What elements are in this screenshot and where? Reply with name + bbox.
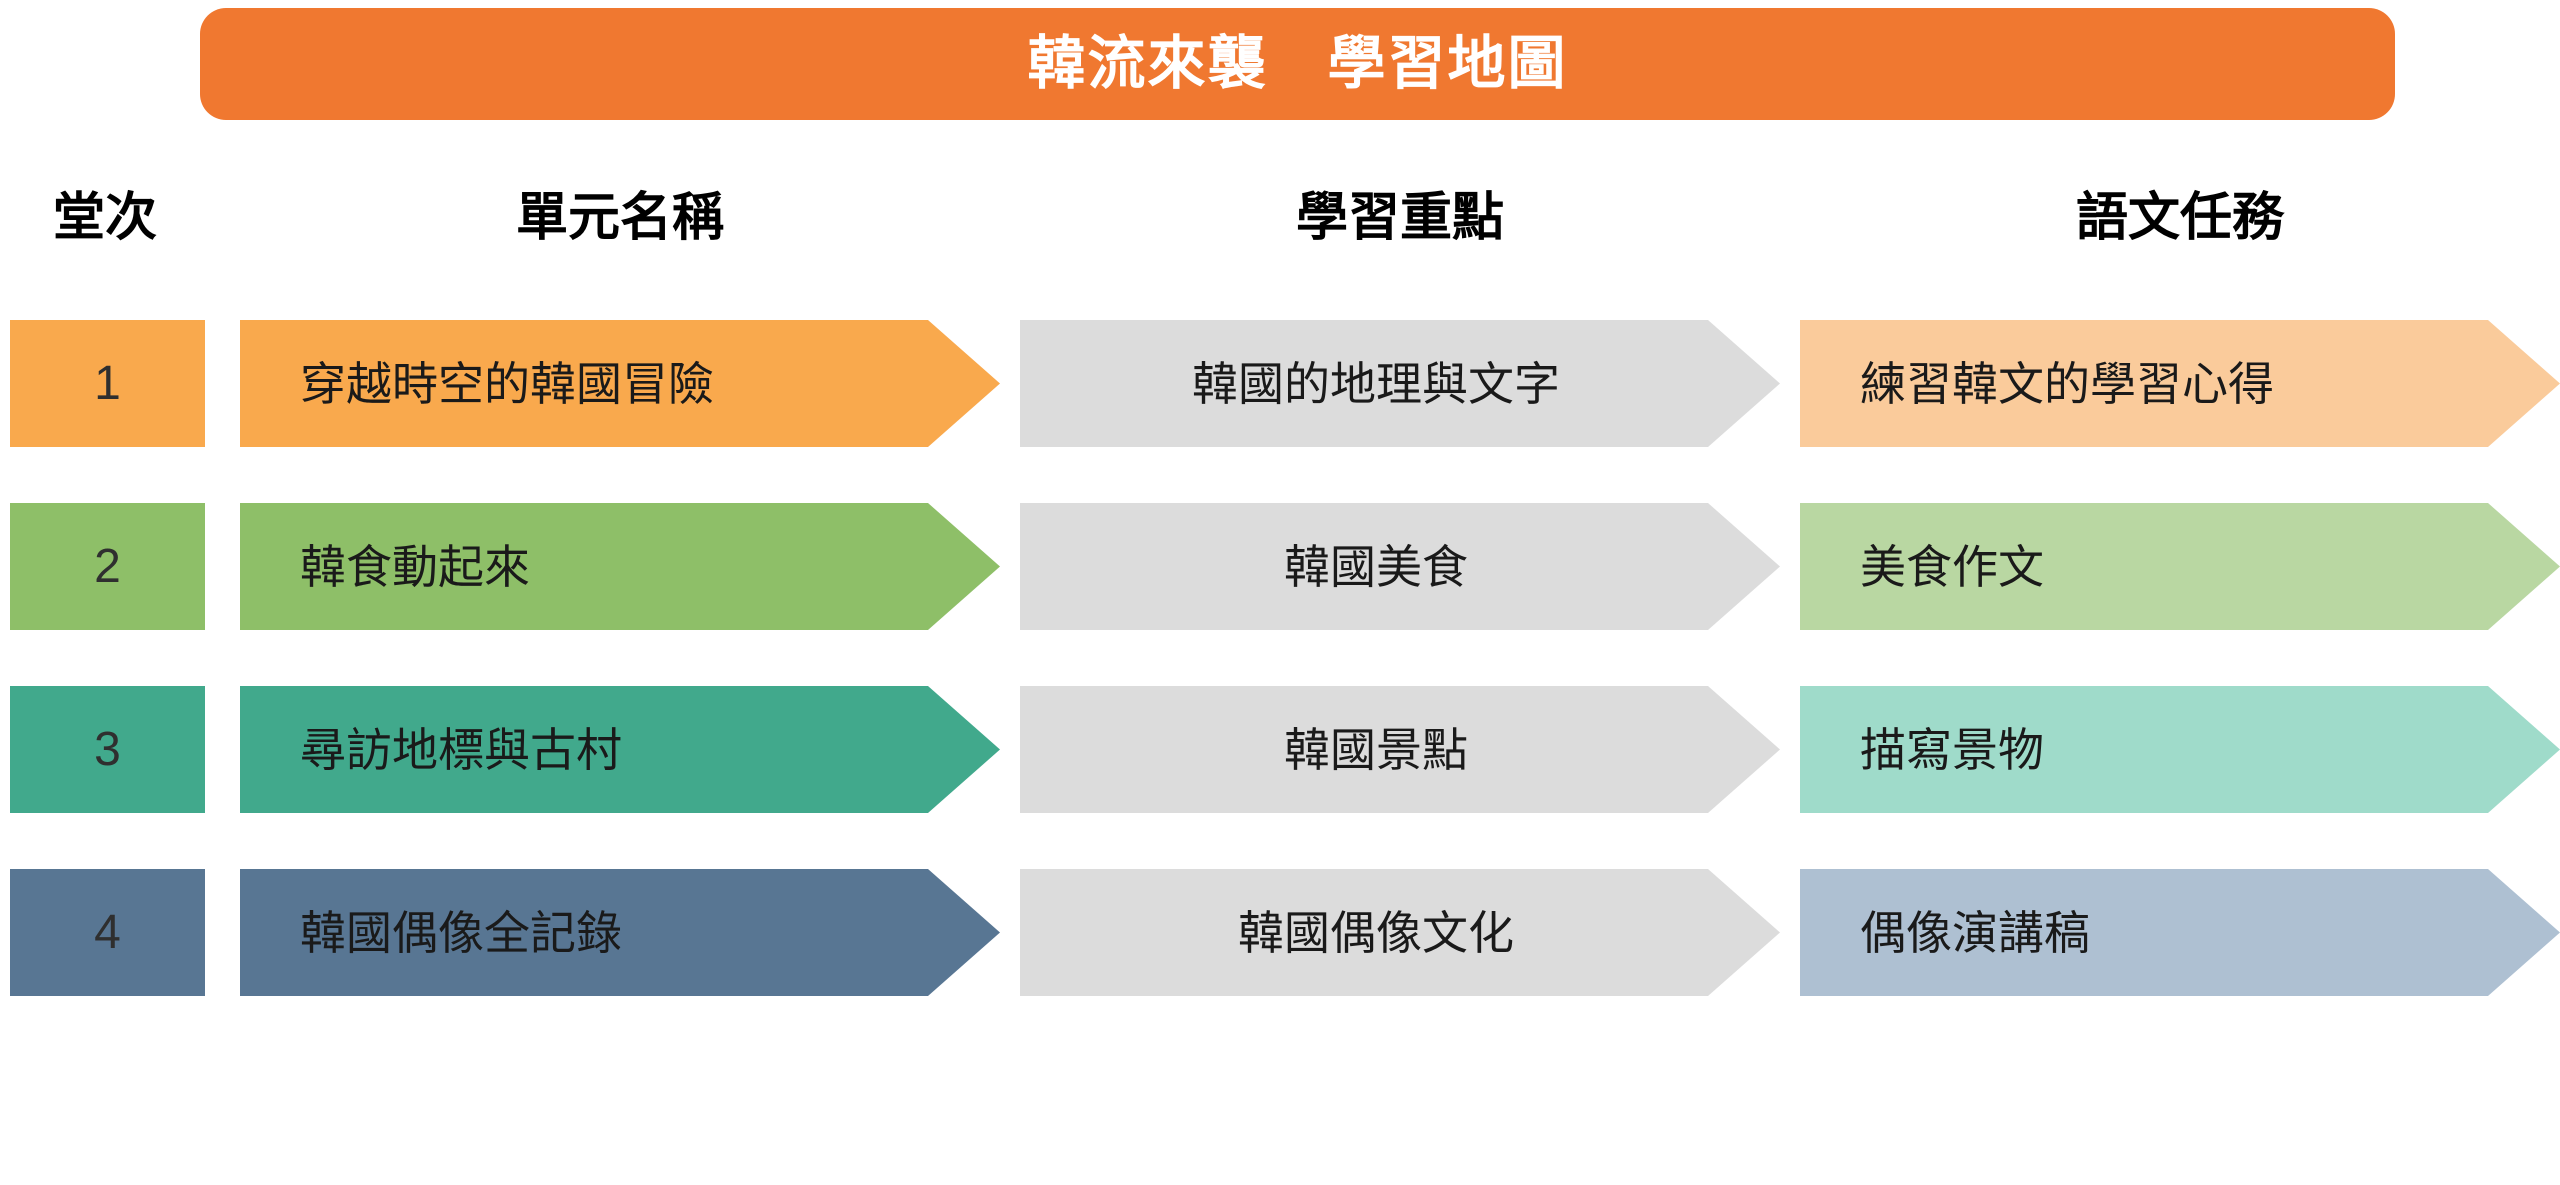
language-task-label: 偶像演講稿 [1860,906,2090,959]
column-header-language-task: 語文任務 [2075,189,2284,247]
lesson-number-chip: 3 [10,686,205,813]
language-task-label: 練習韓文的學習心得 [1860,357,2274,410]
learning-focus-label: 韓國景點 [1284,723,1468,776]
table-row: 2 韓食動起來 韓國美食 美食作文 [0,503,2560,686]
language-task-chevron: 美食作文 [1800,503,2560,630]
lesson-number-label: 4 [94,906,121,959]
unit-name-label: 穿越時空的韓國冒險 [300,357,714,410]
language-task-chevron: 偶像演講稿 [1800,869,2560,996]
learning-focus-chevron: 韓國美食 [1020,503,1780,630]
lesson-number-chip: 4 [10,869,205,996]
page-title: 韓流來襲 學習地圖 [1027,31,1568,96]
table-row: 1 穿越時空的韓國冒險 韓國的地理與文字 練習韓文的學習心得 [0,320,2560,503]
learning-focus-chevron: 韓國景點 [1020,686,1780,813]
lesson-number-chip: 1 [10,320,205,447]
column-header-unit-name: 單元名稱 [515,189,724,247]
unit-name-chevron: 韓食動起來 [240,503,1000,630]
language-task-label: 美食作文 [1860,540,2044,593]
lesson-number-label: 1 [94,357,121,410]
learning-focus-chevron: 韓國的地理與文字 [1020,320,1780,447]
unit-name-label: 尋訪地標與古村 [300,723,622,776]
learning-focus-chevron: 韓國偶像文化 [1020,869,1780,996]
lesson-number-chip: 2 [10,503,205,630]
table-row: 4 韓國偶像全記錄 韓國偶像文化 偶像演講稿 [0,869,2560,1052]
table-row: 3 尋訪地標與古村 韓國景點 描寫景物 [0,686,2560,869]
learning-focus-label: 韓國的地理與文字 [1192,357,1560,410]
unit-name-label: 韓國偶像全記錄 [300,906,622,959]
unit-name-chevron: 尋訪地標與古村 [240,686,1000,813]
learning-focus-label: 韓國美食 [1284,540,1468,593]
unit-name-chevron: 韓國偶像全記錄 [240,869,1000,996]
unit-name-label: 韓食動起來 [300,540,530,593]
column-header-learning-focus: 學習重點 [1295,189,1504,247]
unit-name-chevron: 穿越時空的韓國冒險 [240,320,1000,447]
learning-focus-label: 韓國偶像文化 [1238,906,1514,959]
lesson-number-label: 2 [94,540,121,593]
column-headers: 堂次 單元名稱 學習重點 語文任務 [0,160,2560,265]
language-task-chevron: 描寫景物 [1800,686,2560,813]
column-header-lesson-number: 堂次 [52,189,157,247]
language-task-chevron: 練習韓文的學習心得 [1800,320,2560,447]
lesson-rows: 1 穿越時空的韓國冒險 韓國的地理與文字 練習韓文的學習心得 2 韓食動起來 韓… [0,320,2560,1052]
lesson-number-label: 3 [94,723,121,776]
title-banner: 韓流來襲 學習地圖 [200,8,2395,120]
language-task-label: 描寫景物 [1860,723,2044,776]
